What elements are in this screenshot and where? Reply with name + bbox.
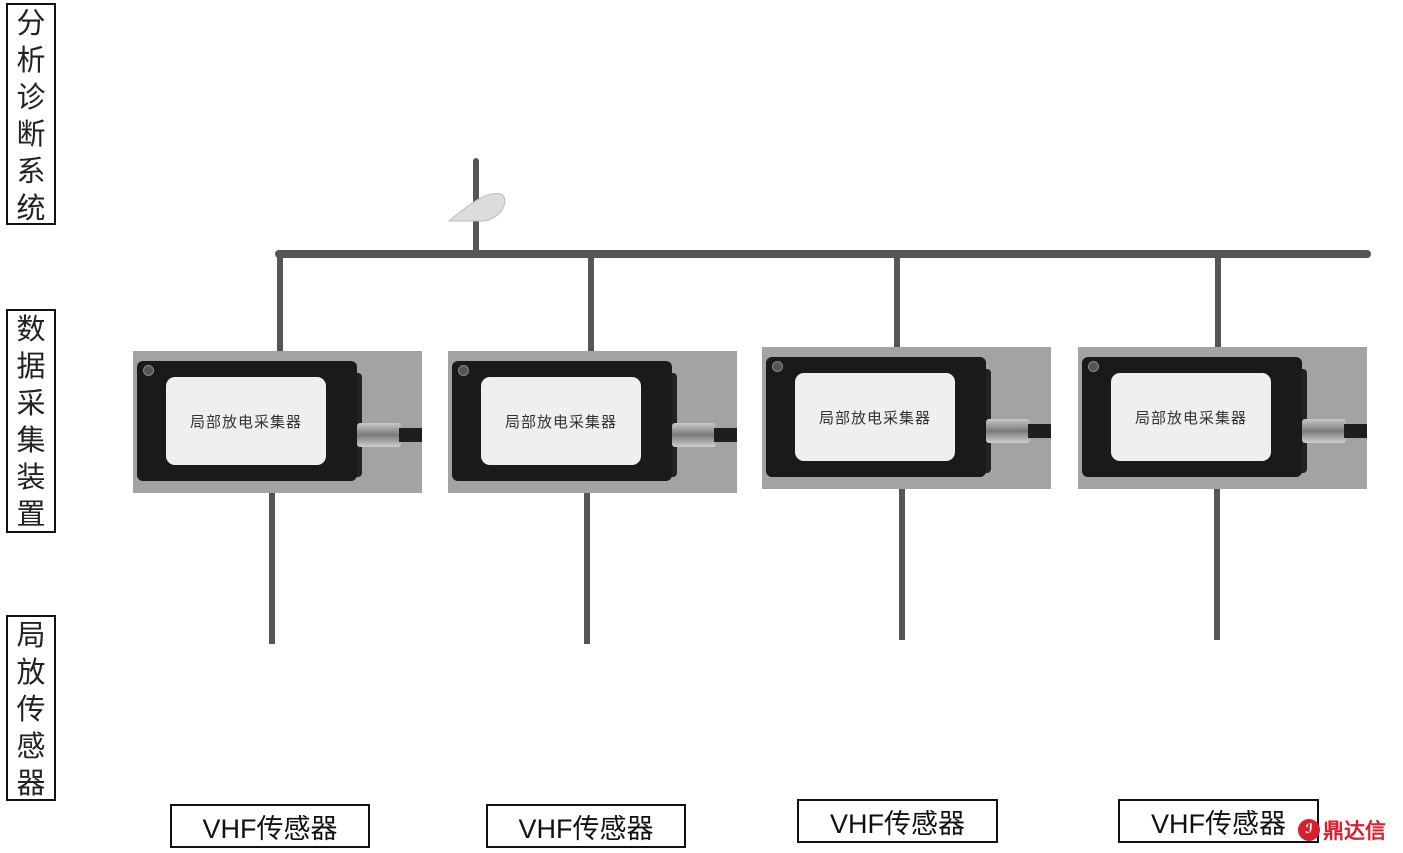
watermark-logo: ℐ 鼎达信	[1298, 816, 1386, 844]
cable-icon	[714, 428, 737, 442]
screw-icon	[772, 361, 783, 372]
sensor-label-2: VHF传感器	[486, 804, 686, 848]
bus-drop-3	[894, 254, 900, 350]
bus-drop-2	[588, 254, 594, 354]
screw-icon	[143, 365, 154, 376]
brand-logo-icon: ℐ	[1298, 819, 1320, 841]
collector-device-3: 局部放电采集器	[762, 347, 1051, 489]
bus-drop-1	[277, 254, 283, 354]
screw-icon	[1088, 361, 1099, 372]
collector-device-1: 局部放电采集器	[133, 351, 422, 493]
cable-icon	[1028, 424, 1051, 438]
device-panel-1: 局部放电采集器	[166, 377, 326, 465]
cable-icon	[1344, 424, 1367, 438]
screw-icon	[458, 365, 469, 376]
main-bus-line	[275, 250, 1371, 258]
device-panel-3: 局部放电采集器	[795, 373, 955, 461]
sensor-label-4: VHF传感器	[1118, 799, 1319, 843]
device-panel-2: 局部放电采集器	[481, 377, 641, 465]
uplink-connector-icon	[447, 192, 506, 222]
cable-icon	[399, 428, 422, 442]
connector-icon	[1302, 419, 1346, 443]
connector-icon	[357, 423, 401, 447]
sensor-line-1	[269, 492, 275, 644]
layer-label-system: 分析诊断系统	[6, 3, 56, 225]
sensor-line-3	[899, 488, 905, 640]
device-panel-4: 局部放电采集器	[1111, 373, 1271, 461]
layer-label-sensor: 局放传感器	[6, 615, 56, 801]
connector-icon	[672, 423, 716, 447]
sensor-label-1: VHF传感器	[170, 804, 370, 848]
bus-drop-4	[1215, 254, 1221, 350]
sensor-line-2	[584, 492, 590, 644]
collector-device-4: 局部放电采集器	[1078, 347, 1367, 489]
sensor-line-4	[1214, 488, 1220, 640]
layer-label-acquisition: 数据采集装置	[6, 309, 56, 533]
watermark-text: 鼎达信	[1323, 819, 1386, 843]
sensor-label-3: VHF传感器	[797, 799, 998, 843]
connector-icon	[986, 419, 1030, 443]
collector-device-2: 局部放电采集器	[448, 351, 737, 493]
